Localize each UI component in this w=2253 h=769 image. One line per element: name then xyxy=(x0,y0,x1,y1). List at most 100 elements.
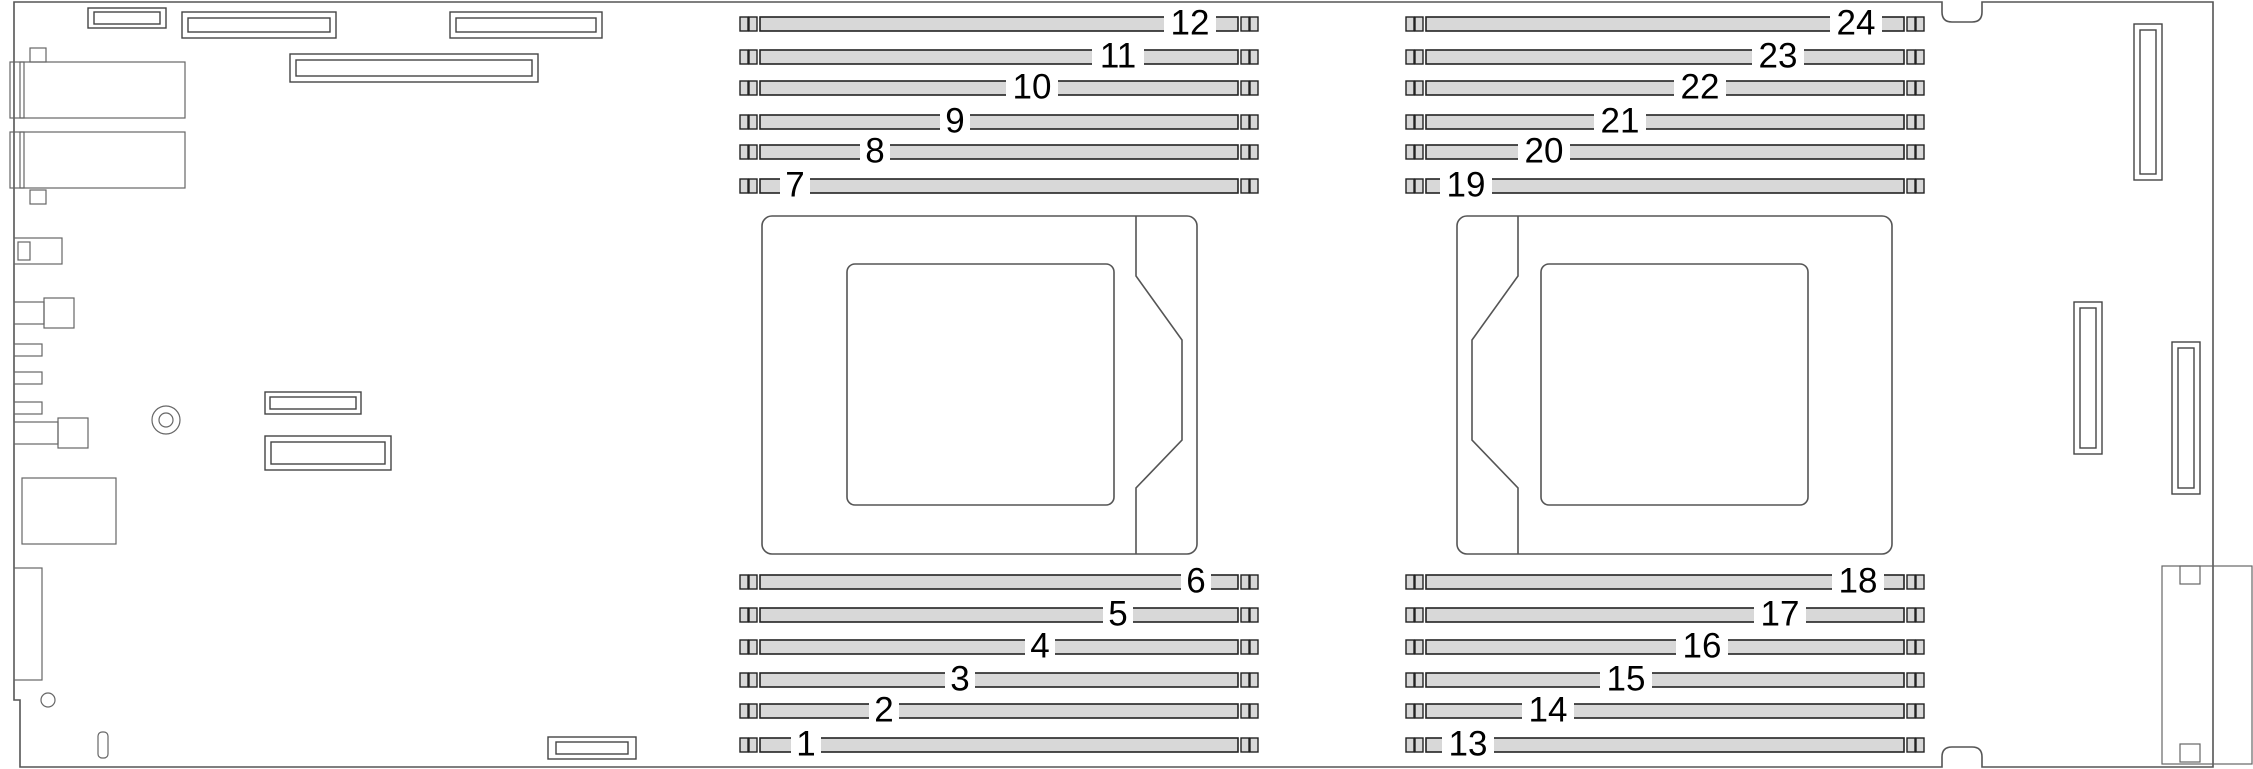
dimm-slot-12: 12 xyxy=(739,3,1259,42)
dimm-slot-body xyxy=(1425,672,1905,688)
dimm-latch-right xyxy=(1906,607,1916,623)
dimm-label-background xyxy=(1752,40,1804,74)
dimm-latch-right xyxy=(1240,639,1250,655)
dimm-latch-right xyxy=(1906,672,1916,688)
dimm-latch-left xyxy=(748,49,758,65)
dimm-latch-left xyxy=(748,178,758,194)
dimm-latch-left xyxy=(739,80,749,96)
dimm-slot-body xyxy=(759,737,1239,753)
dimm-label-background xyxy=(1442,728,1494,762)
dimm-slot-body xyxy=(759,672,1239,688)
dimm-latch-right xyxy=(1249,178,1259,194)
dimm-latch-left xyxy=(748,80,758,96)
dimm-latch-left xyxy=(1405,703,1415,719)
dimm-latch-left xyxy=(739,607,749,623)
dimm-latch-left xyxy=(1414,144,1424,160)
dimm-latch-left xyxy=(748,672,758,688)
dimm-latch-left xyxy=(1414,178,1424,194)
pcie-connectors-top xyxy=(87,7,637,760)
dimm-latch-right xyxy=(1240,574,1250,590)
dimm-latch-left xyxy=(1405,16,1415,32)
dimm-latch-left xyxy=(1405,80,1415,96)
dimm-latch-left xyxy=(1405,607,1415,623)
dimm-latch-left xyxy=(1414,639,1424,655)
dimm-latch-right xyxy=(1240,16,1250,32)
dimm-slot-body xyxy=(759,114,1239,130)
dimm-slot-number: 21 xyxy=(1601,101,1640,140)
dimm-slot-20: 20 xyxy=(1405,131,1925,170)
dimm-latch-left xyxy=(1405,178,1415,194)
dimm-label-background xyxy=(1025,630,1055,664)
dimm-label-background xyxy=(1594,105,1646,139)
dimm-label-background xyxy=(869,694,899,728)
dimm-slot-body xyxy=(1425,114,1905,130)
dimm-label-background xyxy=(1676,630,1728,664)
dimm-latch-right xyxy=(1240,80,1250,96)
dimm-latch-right xyxy=(1906,114,1916,130)
dimm-latch-right xyxy=(1915,703,1925,719)
dimm-label-background xyxy=(1832,565,1884,599)
dimm-slot-24: 24 xyxy=(1405,3,1925,42)
dimm-latch-right xyxy=(1906,144,1916,160)
dimm-slot-17: 17 xyxy=(1405,594,1925,633)
dimm-latch-right xyxy=(1240,607,1250,623)
dimm-slot-22: 22 xyxy=(1405,67,1925,106)
dimm-latch-right xyxy=(1906,49,1916,65)
dimm-latch-right xyxy=(1915,574,1925,590)
dimm-slot-15: 15 xyxy=(1405,659,1925,698)
dimm-latch-left xyxy=(748,703,758,719)
dimm-latch-right xyxy=(1240,703,1250,719)
processor-socket-2 xyxy=(1456,215,1893,555)
dimm-slot-number: 15 xyxy=(1607,659,1646,698)
dimm-label-background xyxy=(1092,40,1144,74)
dimm-label-background xyxy=(1518,135,1570,169)
dimm-slot-6: 6 xyxy=(739,561,1259,600)
dimm-slot-number: 6 xyxy=(1186,561,1205,600)
dimm-slot-number: 16 xyxy=(1683,626,1722,665)
dimm-slot-4: 4 xyxy=(739,626,1259,665)
dimm-slot-number: 5 xyxy=(1108,594,1127,633)
dimm-latch-right xyxy=(1249,80,1259,96)
dimm-slot-number: 22 xyxy=(1681,67,1720,106)
dimm-slot-21: 21 xyxy=(1405,101,1925,140)
dimm-slot-11: 11 xyxy=(739,36,1259,75)
dimm-slot-16: 16 xyxy=(1405,626,1925,665)
dimm-slot-number: 7 xyxy=(785,165,804,204)
dimm-latch-left xyxy=(748,607,758,623)
dimm-slot-body xyxy=(759,144,1239,160)
dimm-latch-right xyxy=(1906,80,1916,96)
dimm-slot-number: 2 xyxy=(874,690,893,729)
dimm-slot-14: 14 xyxy=(1405,690,1925,729)
dimm-latch-right xyxy=(1915,114,1925,130)
battery-icon xyxy=(151,405,181,435)
dimm-slot-body xyxy=(1425,178,1905,194)
dimm-label-background xyxy=(1440,169,1492,203)
dimm-latch-right xyxy=(1915,144,1925,160)
dimm-latch-left xyxy=(739,144,749,160)
dimm-latch-left xyxy=(739,737,749,753)
dimm-label-background xyxy=(945,663,975,697)
dimm-latch-left xyxy=(1414,80,1424,96)
dimm-slot-7: 7 xyxy=(739,165,1259,204)
dimm-latch-left xyxy=(739,703,749,719)
board-outline xyxy=(13,1,2214,768)
dimm-latch-left xyxy=(739,178,749,194)
dimm-latch-left xyxy=(1414,703,1424,719)
dimm-slot-body xyxy=(1425,574,1905,590)
dimm-latch-left xyxy=(748,16,758,32)
dimm-latch-right xyxy=(1906,178,1916,194)
dimm-slot-1: 1 xyxy=(739,724,1259,763)
dimm-slot-number: 11 xyxy=(1100,36,1136,75)
dimm-latch-right xyxy=(1240,114,1250,130)
dimm-latch-right xyxy=(1249,672,1259,688)
dimm-slot-10: 10 xyxy=(739,67,1259,106)
dimm-slot-number: 4 xyxy=(1030,626,1049,665)
dimm-slot-18: 18 xyxy=(1405,561,1925,600)
dimm-latch-left xyxy=(748,574,758,590)
dimm-slot-number: 1 xyxy=(796,724,815,763)
dimm-slot-number: 17 xyxy=(1761,594,1800,633)
